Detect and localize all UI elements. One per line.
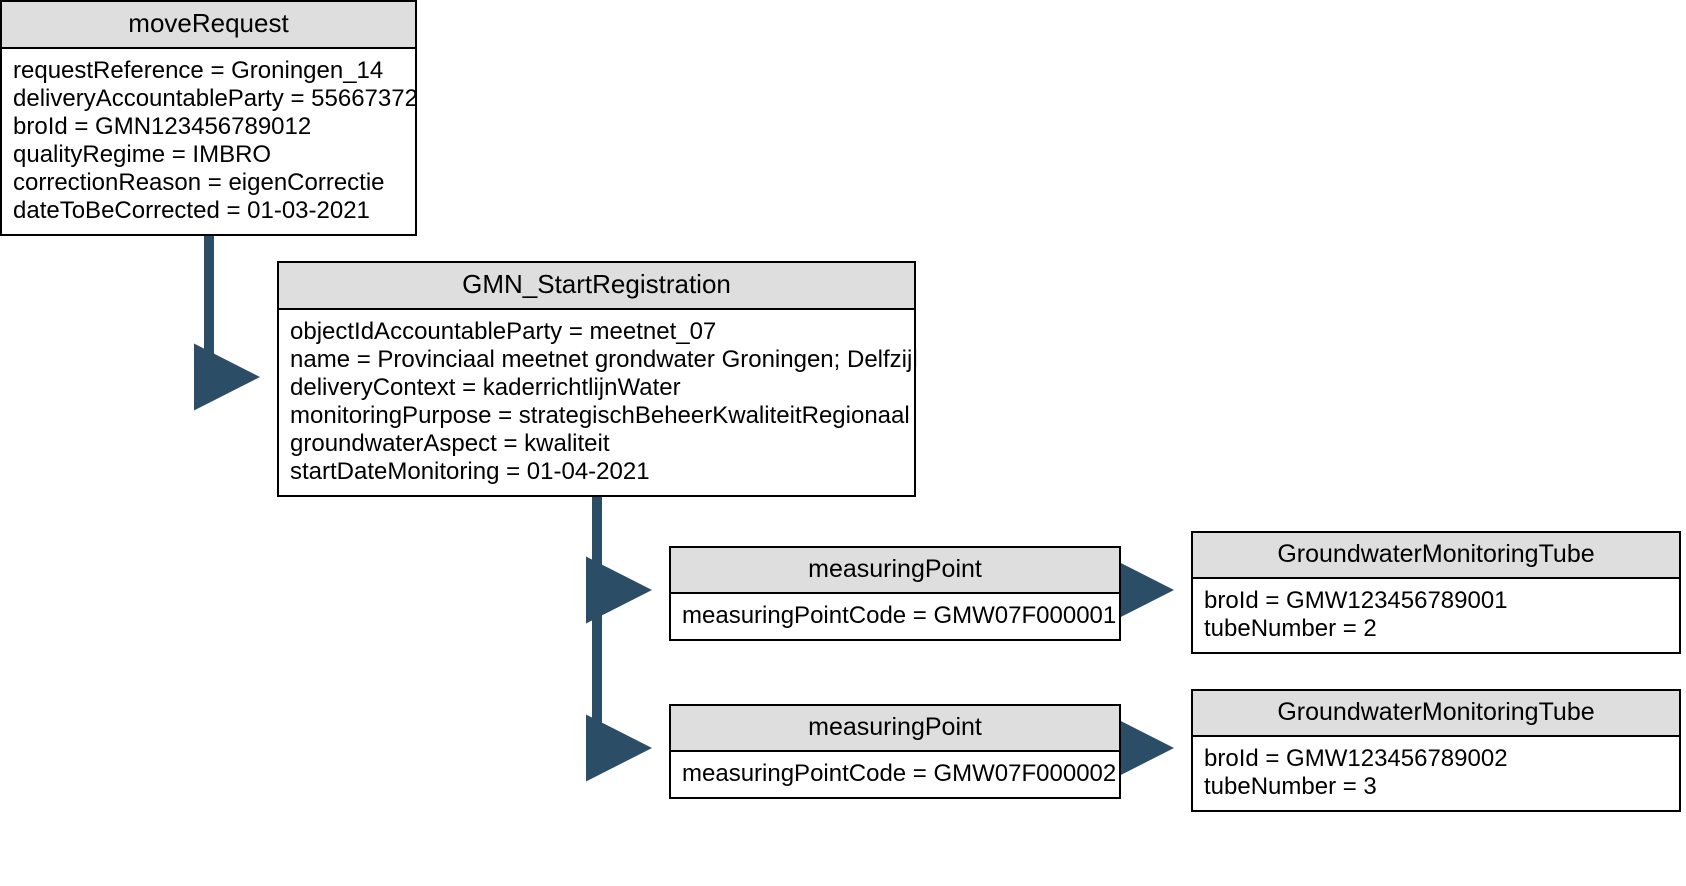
object-box-title: GroundwaterMonitoringTube [1193,533,1679,579]
attribute-row: requestReference = Groningen_14 [13,57,384,84]
object-box-gmn-start-registration[interactable]: GMN_StartRegistration objectIdAccountabl… [277,261,918,497]
attribute-row: broId = GMN123456789012 [13,113,312,140]
attribute-row: qualityRegime = IMBRO [13,141,272,168]
object-box-attributes: measuringPointCode = GMW07F000001 [671,594,1119,639]
object-box-attributes: objectIdAccountableParty = meetnet_07 na… [279,310,918,495]
object-box-attributes: broId = GMW123456789001 tubeNumber = 2 [1193,579,1679,652]
attribute-row: deliveryAccountableParty = 55667372 [13,85,418,112]
attribute-row: correctionReason = eigenCorrectie [13,169,385,196]
object-box-title: measuringPoint [671,548,1119,594]
object-box-move-request[interactable]: moveRequest requestReference = Groningen… [0,0,418,236]
attribute-row: monitoringPurpose = strategischBeheerKwa… [290,402,910,429]
attribute-row: deliveryContext = kaderrichtlijnWater [290,374,681,401]
attribute-row: tubeNumber = 3 [1204,773,1377,800]
object-box-title: GMN_StartRegistration [279,263,914,310]
object-box-attributes: broId = GMW123456789002 tubeNumber = 3 [1193,737,1679,810]
attribute-row: name = Provinciaal meetnet grondwater Gr… [290,346,918,373]
object-box-measuring-point-2[interactable]: measuringPoint measuringPointCode = GMW0… [669,704,1121,799]
connector-gmn-start-to-measuring-point-2 [586,486,653,782]
object-box-measuring-point-1[interactable]: measuringPoint measuringPointCode = GMW0… [669,546,1121,641]
object-box-groundwater-monitoring-tube-1[interactable]: GroundwaterMonitoringTube broId = GMW123… [1191,531,1681,654]
attribute-row: measuringPointCode = GMW07F000002 [682,760,1117,787]
object-box-groundwater-monitoring-tube-2[interactable]: GroundwaterMonitoringTube broId = GMW123… [1191,689,1681,812]
attribute-row: startDateMonitoring = 01-04-2021 [290,458,650,485]
object-box-title: measuringPoint [671,706,1119,752]
attribute-row: broId = GMW123456789002 [1204,745,1508,772]
attribute-row: measuringPointCode = GMW07F000001 [682,602,1117,629]
attribute-row: groundwaterAspect = kwaliteit [290,430,610,457]
object-box-title: GroundwaterMonitoringTube [1193,691,1679,737]
object-box-attributes: measuringPointCode = GMW07F000002 [671,752,1119,797]
connector-move-request-to-gmn-start [194,224,261,411]
object-box-title: moveRequest [2,2,415,49]
attribute-row: broId = GMW123456789001 [1204,587,1508,614]
attribute-row: objectIdAccountableParty = meetnet_07 [290,318,717,345]
object-box-attributes: requestReference = Groningen_14 delivery… [2,49,418,234]
connector-gmn-start-to-measuring-point-1 [586,486,653,624]
attribute-row: tubeNumber = 2 [1204,615,1377,642]
attribute-row: dateToBeCorrected = 01-03-2021 [13,197,370,224]
